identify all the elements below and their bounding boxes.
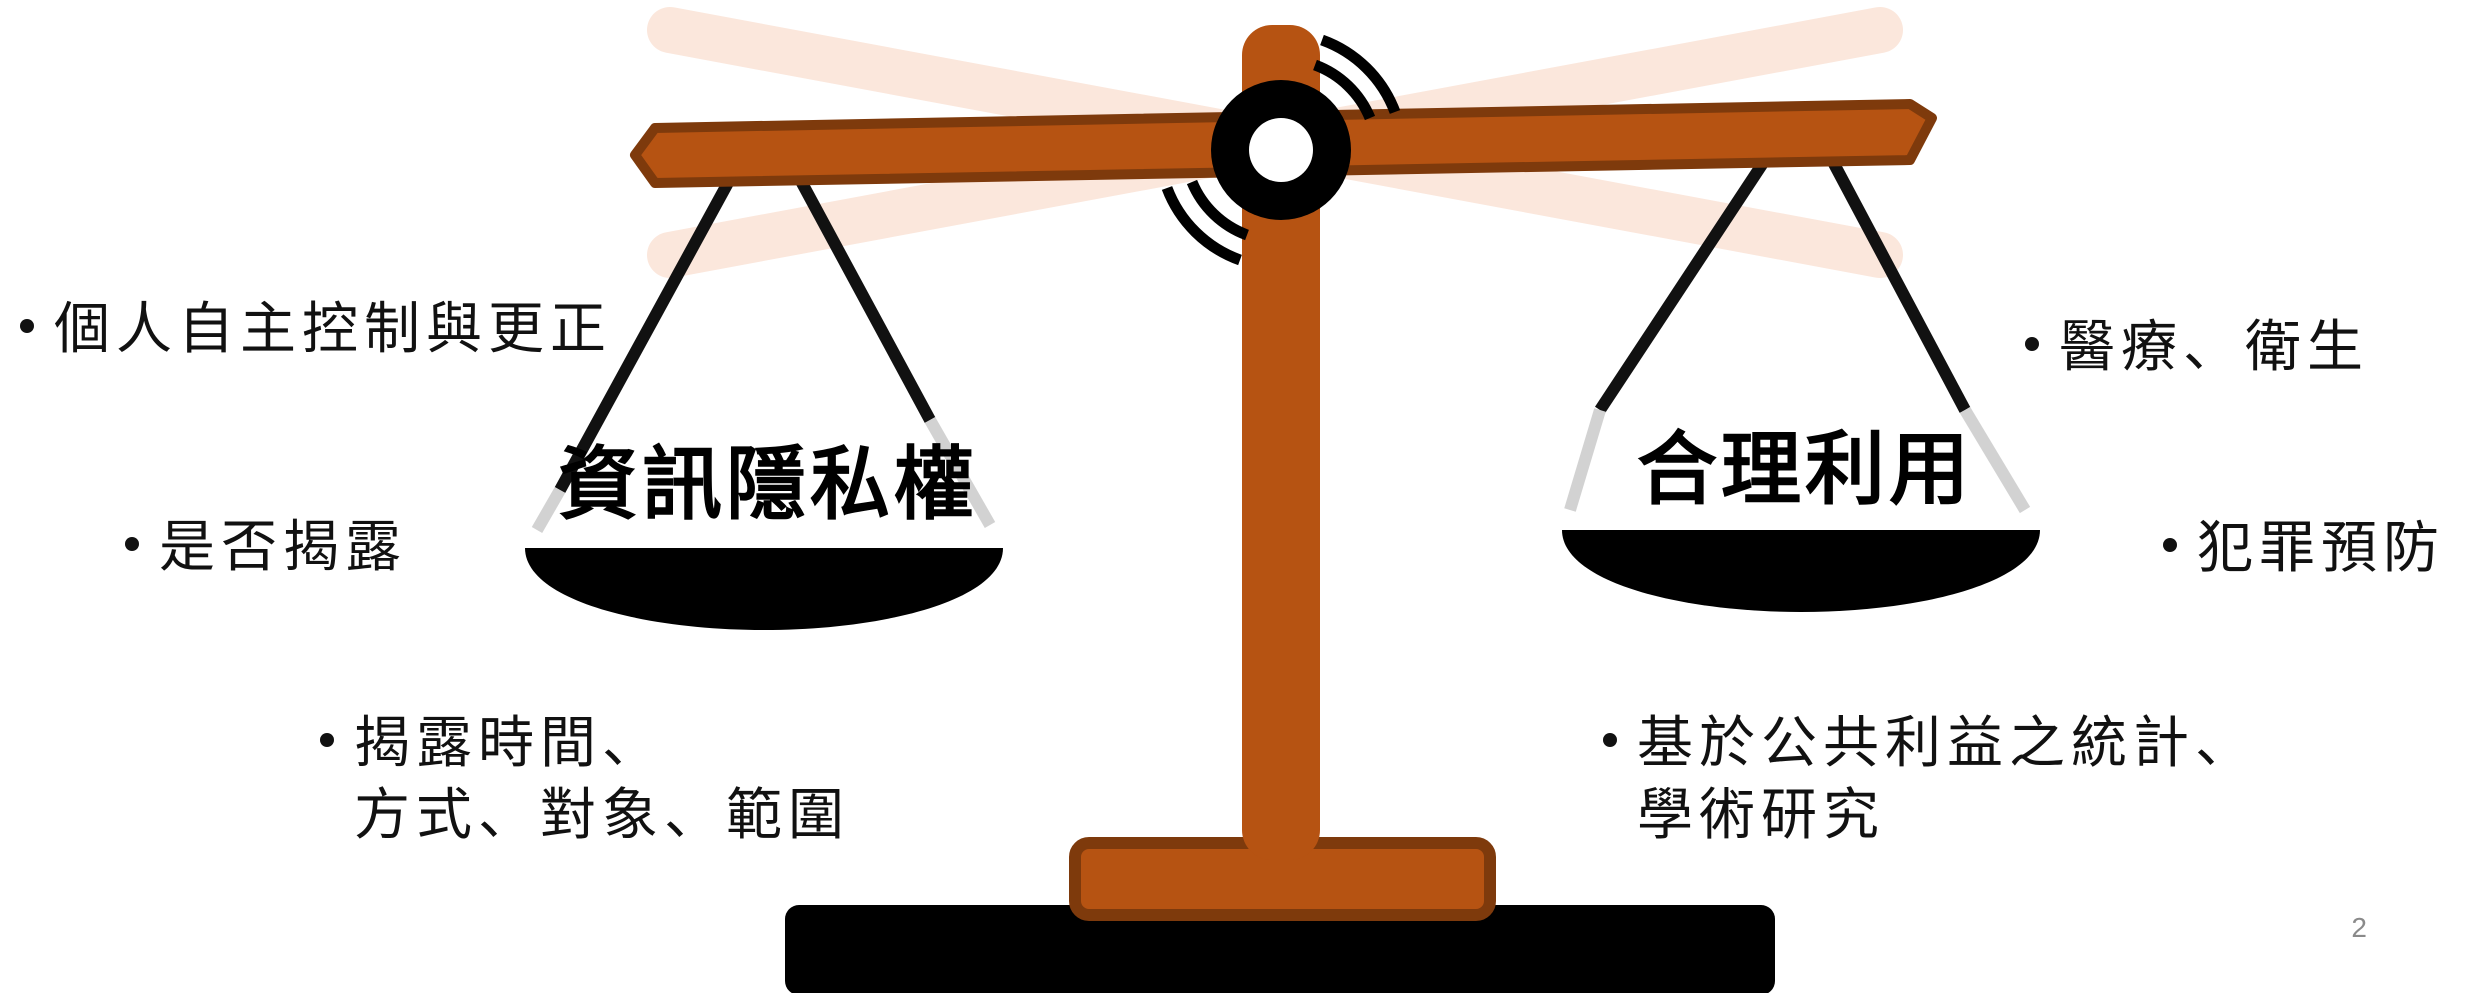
left-point-2: 是否揭露 [125, 512, 407, 584]
left-point-3-line1: 揭露時間、 [354, 711, 664, 776]
right-point-2: 犯罪預防 [2163, 513, 2445, 585]
bullet-dot [2163, 537, 2177, 552]
left-point-1-text: 個人自主控制與更正 [54, 297, 612, 362]
left-point-2-text: 是否揭露 [159, 515, 407, 580]
right-pan-label: 合理利用 [1637, 423, 1973, 516]
right-pan-chains [1564, 156, 2031, 514]
right-point-1: 醫療、衛生 [2025, 312, 2369, 384]
right-point-1-text: 醫療、衛生 [2059, 315, 2369, 380]
right-point-3-line1: 基於公共利益之統計、 [1637, 711, 2257, 776]
left-pan-label: 資訊隱私權 [558, 438, 978, 531]
left-point-3: 揭露時間、 方式、對象、範圍 [320, 708, 850, 852]
right-point-3-line2: 學術研究 [1637, 783, 1885, 848]
left-pan [525, 548, 1003, 630]
bullet-dot [20, 318, 34, 333]
bullet-dot [125, 536, 139, 551]
left-pan-chains [531, 167, 996, 533]
left-point-3-line2: 方式、對象、範圍 [354, 783, 850, 848]
pivot-center [1249, 118, 1313, 182]
page-number: 2 [2351, 912, 2367, 943]
motion-arcs-icon [1161, 34, 1401, 266]
right-point-3: 基於公共利益之統計、 學術研究 [1603, 708, 2257, 852]
bullet-dot [320, 732, 334, 747]
right-point-2-text: 犯罪預防 [2197, 516, 2445, 581]
scale-post [1242, 25, 1320, 860]
left-point-1: 個人自主控制與更正 [20, 294, 612, 366]
scale-base-plate [785, 905, 1775, 993]
bullet-dot [2025, 336, 2039, 351]
right-pan [1562, 530, 2040, 612]
bullet-dot [1603, 732, 1617, 747]
